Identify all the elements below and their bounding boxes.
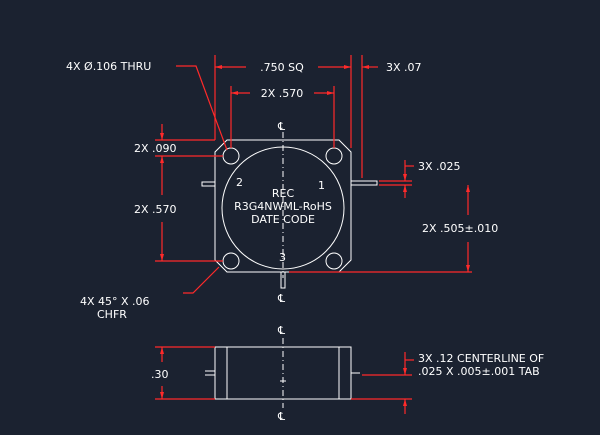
arrow-570v-bottom [160,254,164,261]
arrow-025-top [403,174,407,181]
pin-1-label: 1 [318,179,325,192]
mounting-hole-bl [222,252,240,270]
pin-2-label: 2 [236,176,243,189]
arrow-12-top [403,368,407,375]
dim-hole-edge: 2X .090 [134,142,177,155]
arrow-090-top [160,133,164,140]
tab-right [350,180,378,186]
dim-holes: 4X Ø.106 THRU [66,60,151,73]
leader-holes [176,65,228,151]
arrow-570-right [327,91,334,95]
leader-chamfer [183,266,220,294]
mounting-hole-tl [222,147,240,165]
dim-chamfer: 4X 45° X .06 [80,295,150,308]
arrow-570-left [231,91,238,95]
mounting-hole-br [325,252,343,270]
arrow-30-top [160,347,164,354]
part-label-number: R3G4NWML-RoHS [234,200,332,213]
dim-tab-note-2: .025 X .005±.001 TAB [418,365,540,378]
dim-height: .30 [151,368,169,381]
arrow-07 [362,65,369,69]
tab-bottom [280,271,286,289]
arrow-750-left [215,65,222,69]
dim-hole-spacing: 2X .570 [261,87,304,100]
part-label-rec: REC [272,187,295,200]
centerline-symbol-side-bottom: ℄ [277,410,285,423]
dim-tab-span: 2X .505±.010 [422,222,498,235]
dim-tab-thickness: 3X .025 [418,160,461,173]
arrow-570v-top [160,156,164,163]
arrow-505-top [466,185,470,192]
arrow-505-bottom [466,265,470,272]
arrow-750-right [344,65,351,69]
dim-chamfer-note: CHFR [97,308,127,321]
dim-tab-note: 3X .12 CENTERLINE OF [418,352,544,365]
centerline-symbol-side-top: ℄ [277,324,285,337]
dim-square: .750 SQ [260,61,304,74]
arrow-30-bottom [160,392,164,399]
dim-tab-offset: 3X .07 [386,61,422,74]
centerline-symbol-bottom: ℄ [277,292,285,305]
arrow-12-bottom [403,399,407,406]
part-label-datecode: DATE CODE [251,213,315,226]
centerline-symbol-top: ℄ [277,120,285,133]
pin-3-label: 3 [279,251,286,264]
tab-left [201,181,216,187]
arrow-025-bottom [403,185,407,192]
mounting-hole-tr [325,147,343,165]
dim-hole-spacing-v: 2X .570 [134,203,177,216]
